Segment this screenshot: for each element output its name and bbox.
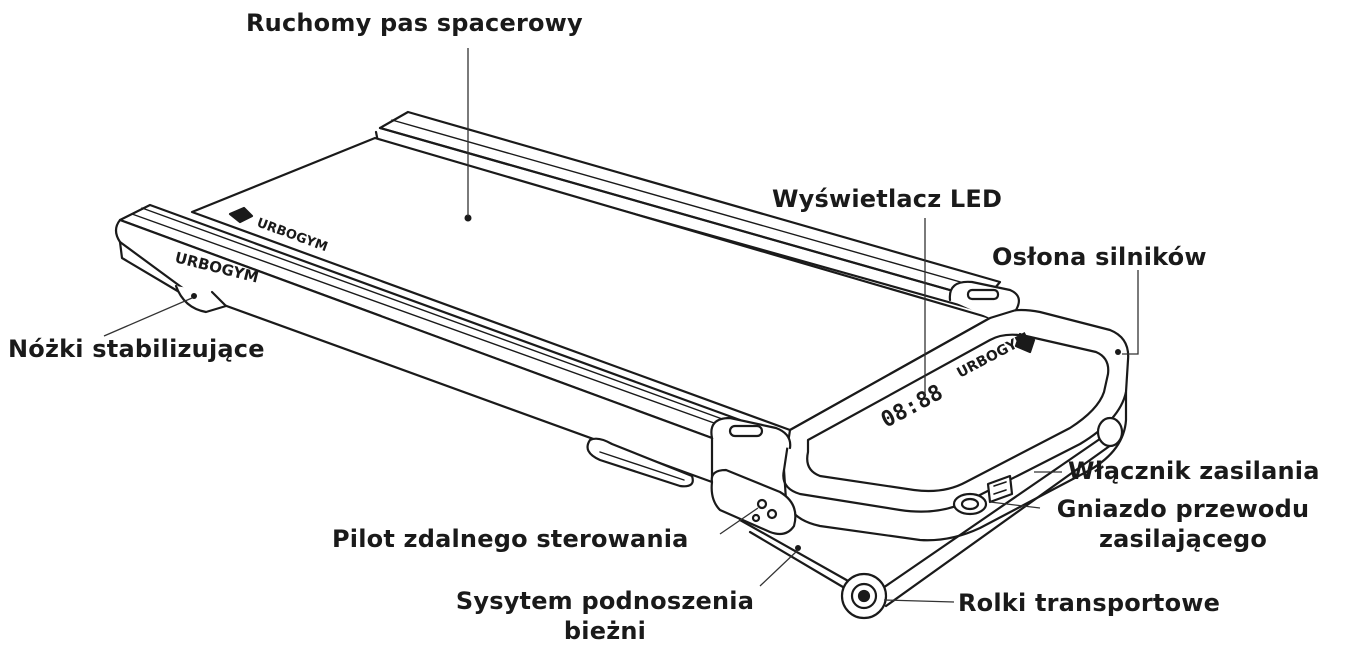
label-led-display: Wyświetlacz LED bbox=[772, 184, 1002, 214]
label-remote-control: Pilot zdalnego sterowania bbox=[332, 524, 689, 554]
label-lift-system-line1: Sysytem podnoszenia bbox=[440, 586, 770, 616]
label-transport-wheels: Rolki transportowe bbox=[958, 588, 1220, 618]
label-walking-belt: Ruchomy pas spacerowy bbox=[246, 8, 583, 38]
label-stabilizing-feet: Nóżki stabilizujące bbox=[8, 334, 265, 364]
label-lift-system-line2: bieżni bbox=[440, 616, 770, 646]
power-socket bbox=[954, 494, 986, 514]
label-power-socket-line1: Gniazdo przewodu bbox=[1042, 494, 1324, 524]
label-power-socket-line2: zasilającego bbox=[1042, 524, 1324, 554]
lift-system bbox=[740, 520, 850, 590]
label-motor-cover: Osłona silników bbox=[992, 242, 1207, 272]
label-power-socket: Gniazdo przewodu zasilającego bbox=[1042, 494, 1324, 554]
label-power-switch: Włącznik zasilania bbox=[1068, 456, 1320, 486]
label-lift-system: Sysytem podnoszenia bieżni bbox=[440, 586, 770, 646]
